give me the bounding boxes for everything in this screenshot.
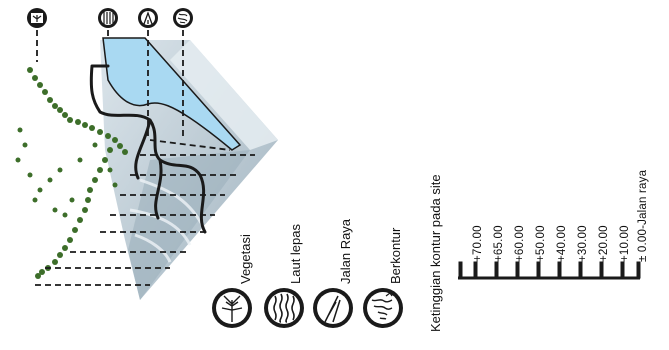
scale-level-20: +20.00 (598, 225, 610, 262)
road-line (89, 64, 207, 234)
sea-area (102, 37, 242, 151)
legend-waves-icon (264, 288, 304, 328)
legend-label-jalan-raya: Jalan Raya (338, 218, 353, 284)
elevation-scale (458, 261, 641, 280)
leader-lines (35, 30, 255, 286)
legend-label-berkontur: Berkontur (388, 227, 403, 284)
legend-label-laut-lepas: Laut lepas (288, 224, 303, 284)
scale-level-65: +65.00 (493, 225, 505, 262)
scale-level-30: +30.00 (577, 225, 589, 262)
scale-level-0-jalan-raya: ± 0.00-Jalan raya (637, 169, 649, 262)
scale-level-50: +50.00 (535, 225, 547, 262)
legend-road-icon (313, 288, 353, 328)
legend-tree-icon (212, 288, 252, 328)
scale-level-10: +10.00 (619, 225, 631, 262)
legend-label-vegetasi: Vegetasi (238, 234, 253, 284)
scale-level-70: +70.00 (472, 225, 484, 262)
scale-level-40: +40.00 (556, 225, 568, 262)
top-waves-icon (98, 8, 118, 28)
top-road-icon (138, 8, 158, 28)
top-contour-icon (173, 8, 193, 28)
scale-level-60: +60.00 (514, 225, 526, 262)
legend-contour-hand-icon (363, 288, 403, 328)
top-tree-icon (27, 8, 47, 28)
scale-title: Ketinggian kontur pada site (428, 174, 443, 332)
